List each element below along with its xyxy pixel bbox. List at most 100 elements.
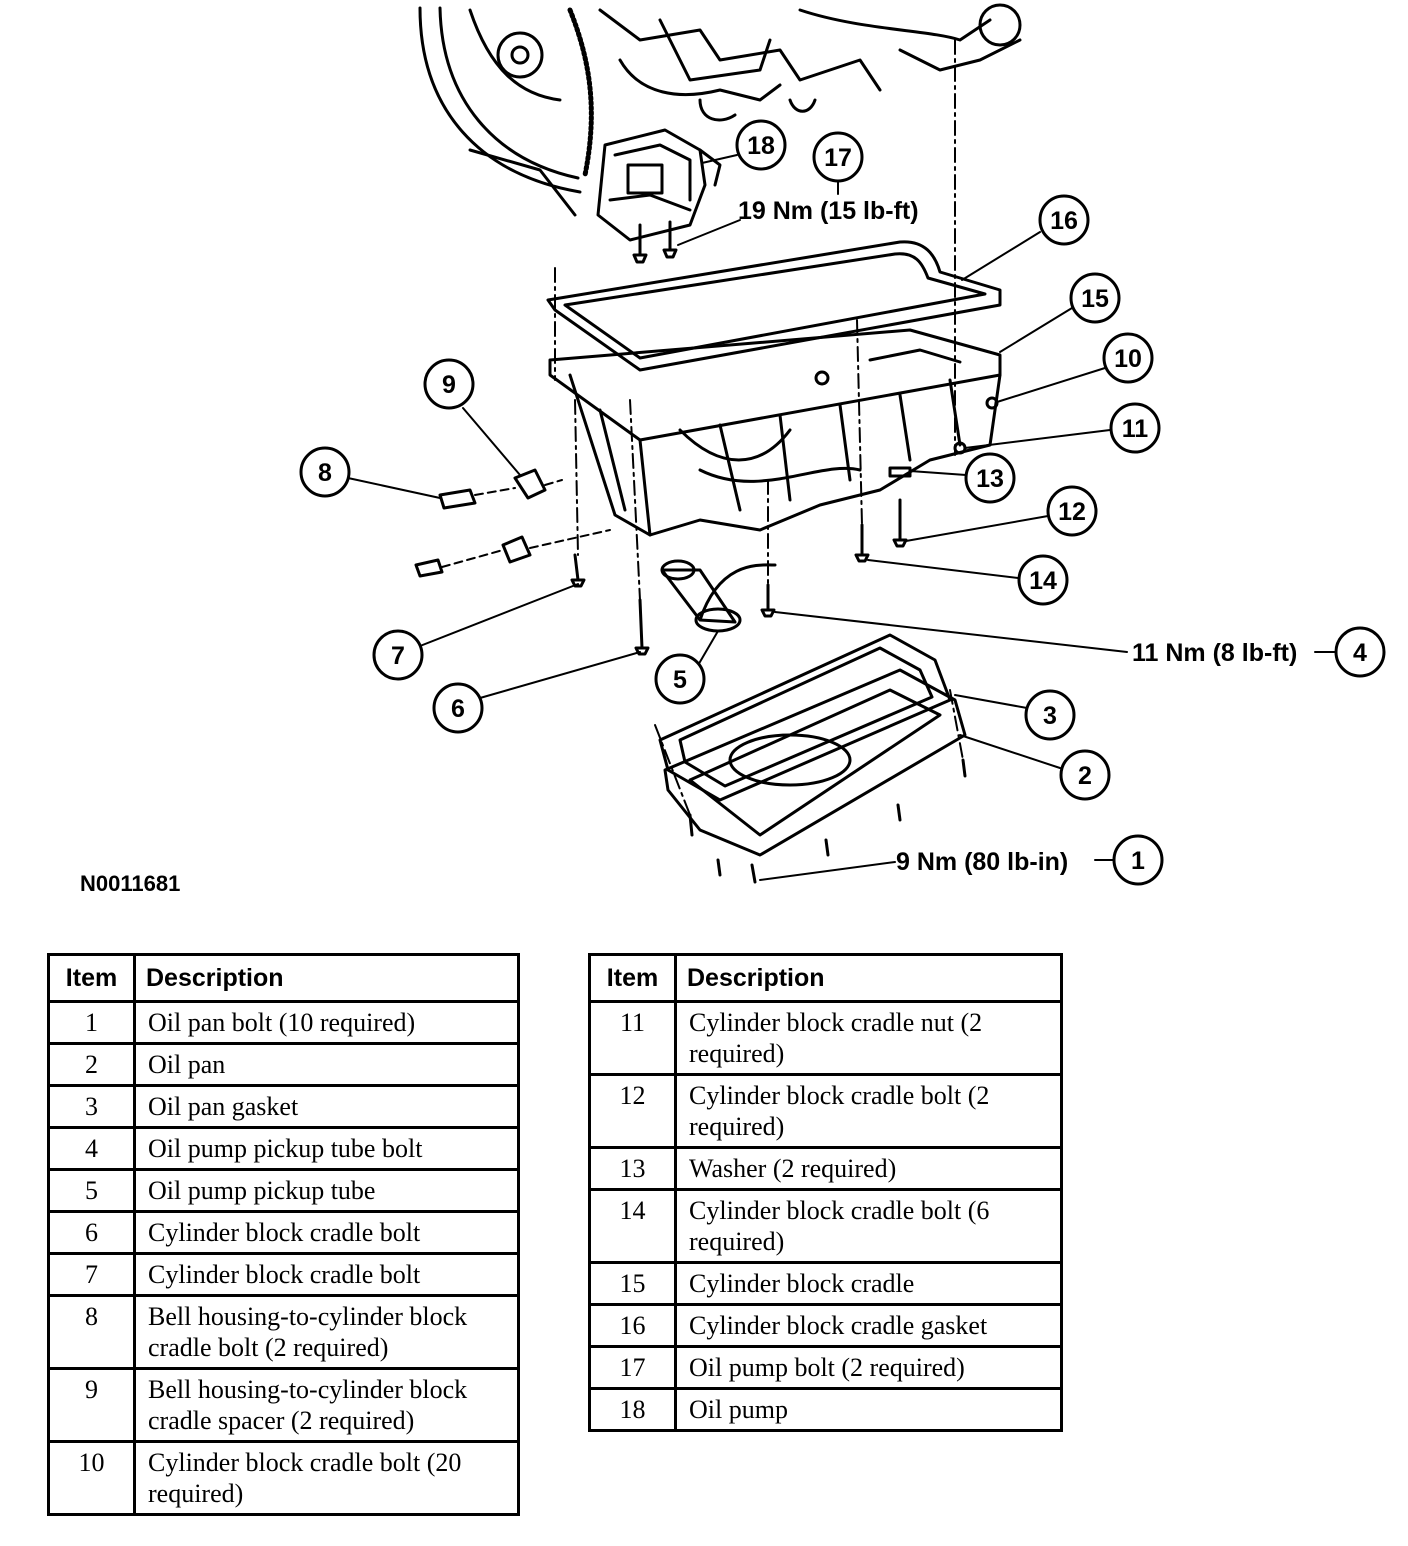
callout-leader-lines [347, 154, 1338, 881]
callout-2: 2 [1078, 762, 1092, 790]
callout-17: 17 [824, 144, 852, 172]
item-description: Cylinder block cradle gasket [674, 1303, 1063, 1348]
description-column-header: Description [674, 953, 1063, 1003]
item-description: Cylinder block cradle bolt (6 required) [674, 1188, 1063, 1264]
callout-11: 11 [1122, 415, 1149, 443]
callout-16: 16 [1050, 207, 1078, 235]
oil-pump-pickup-tube-drawing [660, 559, 777, 633]
torque-oil-pan-bolt: 9 Nm (80 lb-in) [896, 848, 1068, 876]
item-description: Cylinder block cradle bolt [133, 1252, 520, 1297]
item-description: Oil pump pickup tube bolt [133, 1126, 520, 1171]
item-column-header: Item [47, 953, 136, 1003]
callout-18: 18 [747, 132, 775, 160]
item-description: Cylinder block cradle bolt (20 required) [133, 1440, 520, 1516]
torque-oil-pump-bolt: 19 Nm (15 lb-ft) [738, 197, 919, 225]
spacer-leader-lines [441, 479, 611, 568]
callout-13: 13 [976, 465, 1004, 493]
item-description: Oil pan [133, 1042, 520, 1087]
engine-block-drawing [598, 3, 1022, 122]
item-number: 5 [47, 1168, 136, 1213]
oil-pump-drawing [596, 128, 722, 242]
item-number: 18 [588, 1387, 677, 1432]
callout-9: 9 [442, 371, 456, 399]
callout-17-circle [812, 131, 864, 183]
oil-pump-bolts-drawing [632, 220, 678, 264]
cylinder-block-cradle-drawing [548, 328, 1002, 537]
bell-housing-spacers-drawing [414, 468, 547, 578]
item-number: 16 [588, 1303, 677, 1348]
cradle-bolts-drawing [570, 396, 999, 656]
item-number: 12 [588, 1073, 677, 1149]
callout-7-circle [372, 629, 424, 681]
callout-2-circle [1059, 749, 1111, 801]
item-number: 6 [47, 1210, 136, 1255]
item-description: Oil pump [674, 1387, 1063, 1432]
callout-14-circle [1017, 554, 1069, 606]
callout-1: 1 [1131, 847, 1145, 875]
item-number: 14 [588, 1188, 677, 1264]
item-description: Oil pan gasket [133, 1084, 520, 1129]
callout-4-circle [1334, 626, 1386, 678]
item-number: 11 [588, 1000, 677, 1076]
item-number: 10 [47, 1440, 136, 1516]
item-description: Washer (2 required) [674, 1146, 1063, 1191]
callout-10-circle [1102, 332, 1154, 384]
callout-3: 3 [1043, 702, 1057, 730]
legend-header-row: Item Description [47, 953, 520, 1003]
item-number: 2 [47, 1042, 136, 1087]
callout-8: 8 [318, 459, 332, 487]
callout-14: 14 [1029, 567, 1057, 595]
callout-12: 12 [1058, 498, 1086, 526]
callout-15: 15 [1081, 285, 1109, 313]
figure-id: N0011681 [80, 871, 180, 896]
item-number: 4 [47, 1126, 136, 1171]
torque-pickup-tube-bolt: 11 Nm (8 lb-ft) [1132, 639, 1297, 667]
callout-1-circle [1112, 834, 1164, 886]
callout-6: 6 [451, 695, 465, 723]
callout-10: 10 [1114, 345, 1142, 373]
callout-9-circle [423, 358, 475, 410]
oil-pan-drawing [663, 668, 967, 857]
callout-11-circle [1109, 402, 1161, 454]
callout-3-circle [1024, 689, 1076, 741]
oil-pan-bolts-drawing [688, 758, 967, 884]
legend-header-row: Item Description [588, 953, 1063, 1003]
item-number: 8 [47, 1294, 136, 1370]
callout-numbers: 1 2 3 4 5 6 7 8 9 10 11 12 13 14 15 16 1… [318, 132, 1367, 875]
callout-7: 7 [391, 642, 405, 670]
item-description: Bell housing-to-cylinder block cradle sp… [133, 1367, 520, 1443]
cradle-gasket-drawing [546, 240, 1002, 372]
item-description: Oil pan bolt (10 required) [133, 1000, 520, 1045]
callout-5-circle [654, 653, 706, 705]
item-number: 7 [47, 1252, 136, 1297]
item-number: 9 [47, 1367, 136, 1443]
description-column-header: Description [133, 953, 520, 1003]
callout-5: 5 [673, 666, 687, 694]
alignment-lines [554, 39, 964, 816]
item-description: Bell housing-to-cylinder block cradle bo… [133, 1294, 520, 1370]
flywheel-drawing [418, 6, 594, 217]
callout-circles [299, 119, 1386, 886]
item-number: 3 [47, 1084, 136, 1129]
callout-6-circle [432, 682, 484, 734]
callout-15-circle [1069, 272, 1121, 324]
